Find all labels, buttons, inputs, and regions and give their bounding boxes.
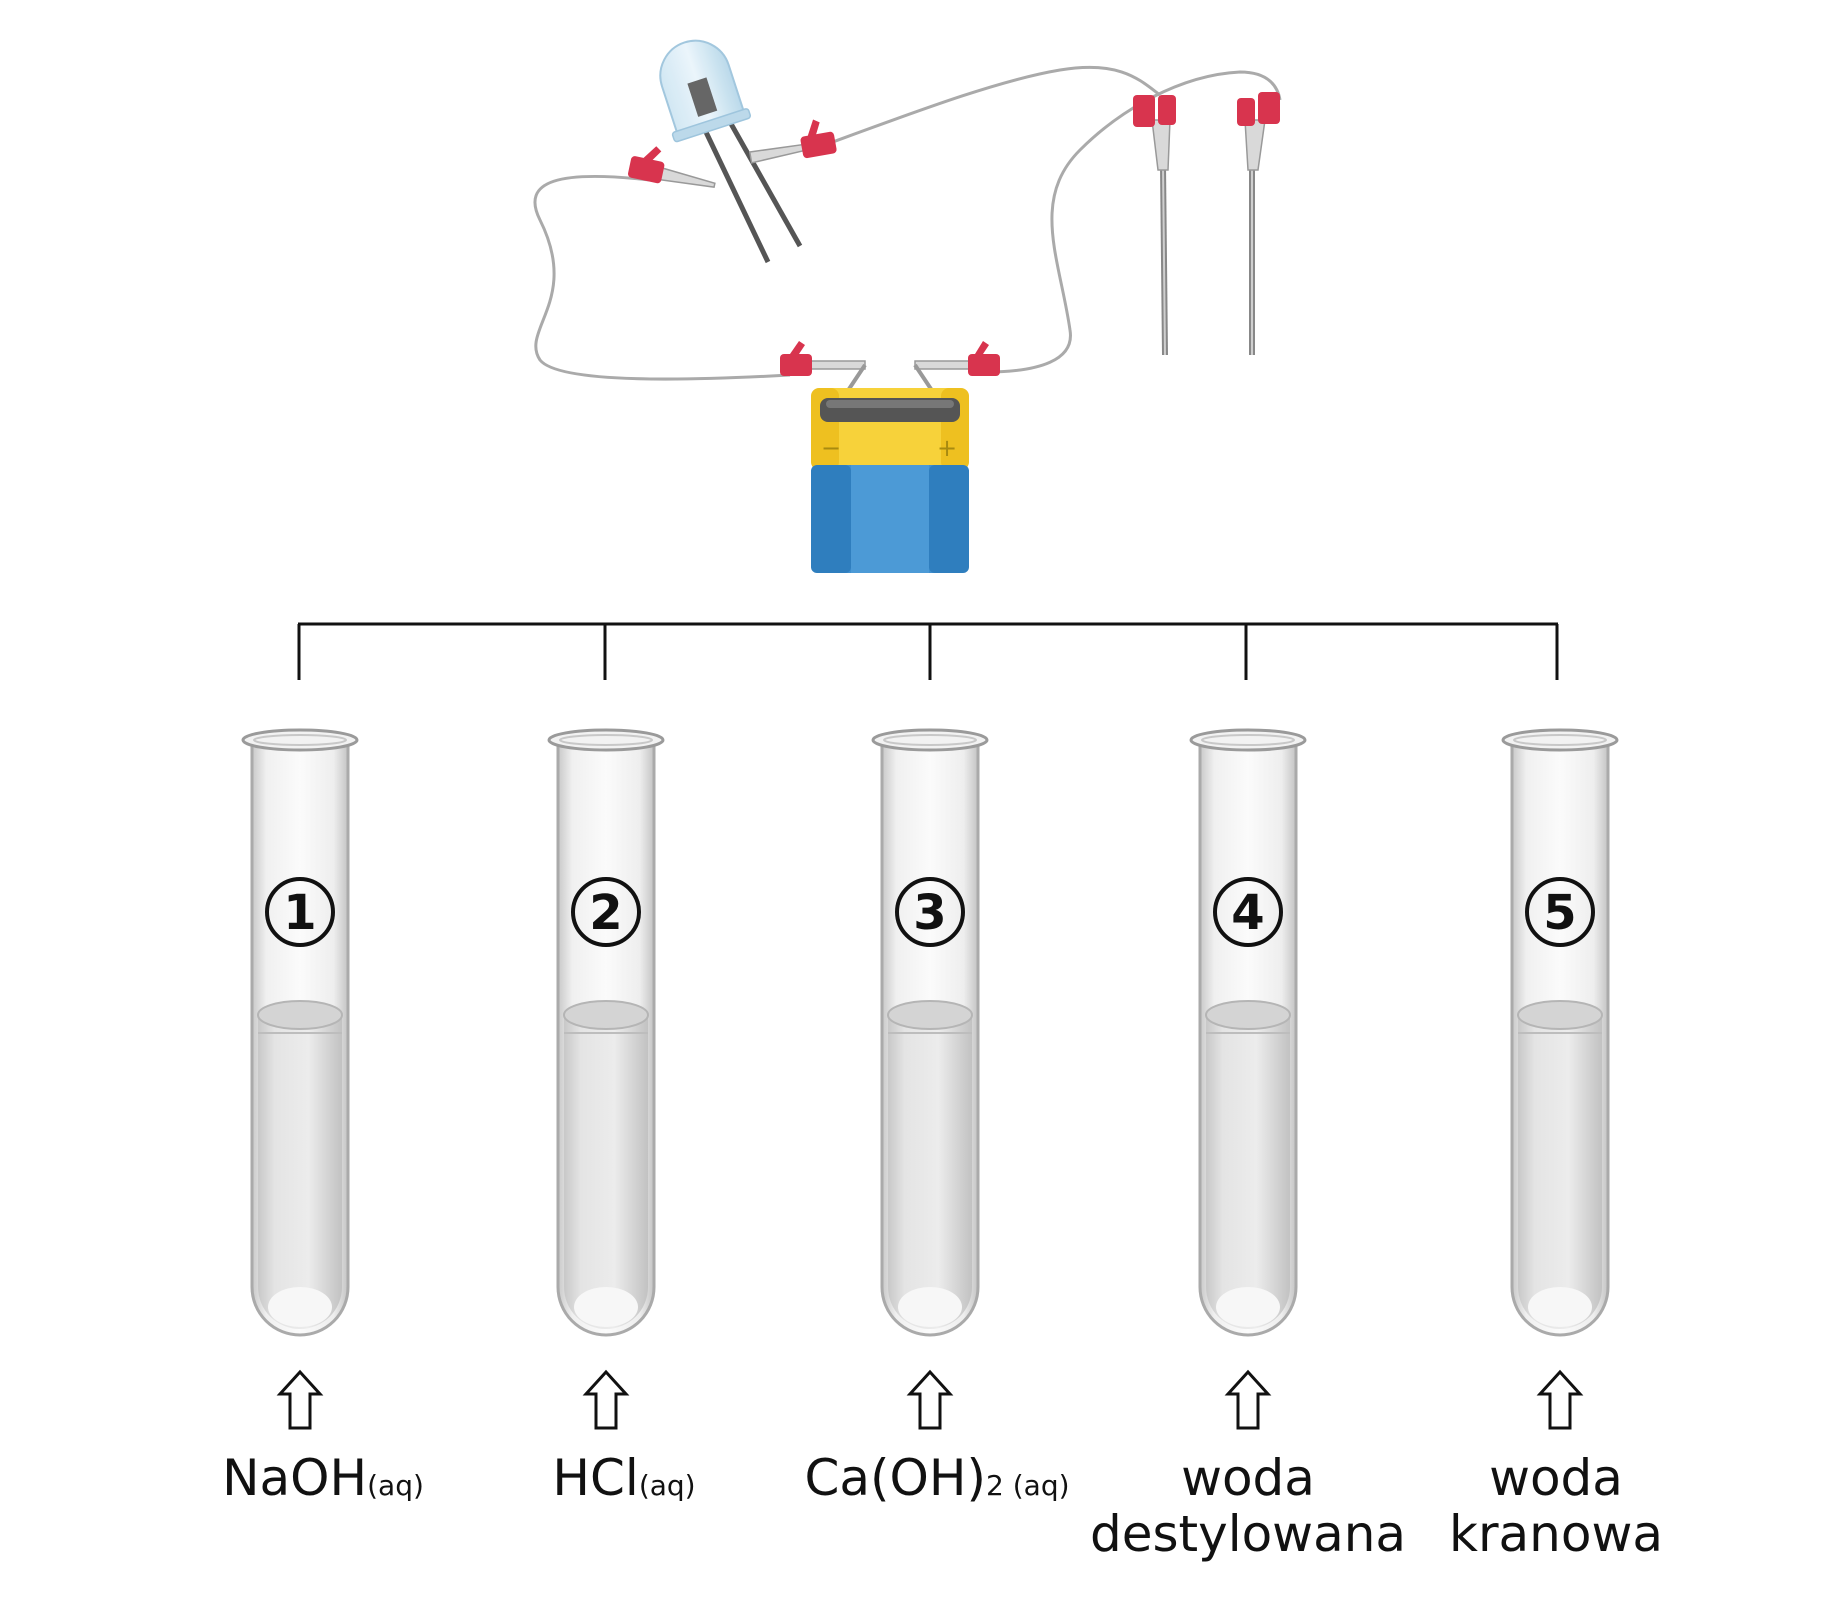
tube-liquid	[258, 1015, 342, 1329]
tube-number: 1	[283, 885, 316, 941]
tube-outline	[880, 740, 980, 1337]
tube-label-1: NaOH(aq)	[143, 1450, 503, 1514]
tube-label-main: NaOH	[222, 1449, 368, 1507]
tube-number-circle	[571, 877, 641, 947]
tube-rim	[1501, 728, 1619, 752]
tube-liquid	[1518, 1015, 1602, 1329]
up-arrow-icon	[1224, 1369, 1272, 1430]
led-bulb	[659, 39, 803, 264]
tube-number-circle	[1213, 877, 1283, 947]
tube-bottom-highlight	[574, 1287, 638, 1327]
test-tube-2: 2	[547, 728, 665, 1430]
tube-label-3: Ca(OH)2 (aq)	[757, 1450, 1117, 1514]
tube-label-subscript: (aq)	[638, 1469, 696, 1502]
up-arrow-icon	[1536, 1369, 1584, 1430]
clip-battery-minus	[780, 341, 867, 397]
test-tube-5: 5	[1501, 728, 1619, 1430]
tube-liquid	[1206, 1015, 1290, 1329]
circuit: − +	[533, 39, 1282, 573]
up-arrow-icon	[906, 1369, 954, 1430]
test-tube-1: 1	[241, 728, 359, 1430]
tube-meniscus	[257, 1000, 343, 1030]
up-arrow-icon	[582, 1369, 630, 1430]
tube-bottom-highlight	[268, 1287, 332, 1327]
tube-rim	[547, 728, 665, 752]
tube-meniscus	[1205, 1000, 1291, 1030]
test-tubes: 1 2 3 4 5	[241, 728, 1619, 1430]
up-arrow-icon	[276, 1369, 324, 1430]
tube-label-2: HCl(aq)	[444, 1450, 804, 1514]
tube-rim	[1189, 728, 1307, 752]
tube-rim	[871, 728, 989, 752]
tube-meniscus	[563, 1000, 649, 1030]
tube-label-subscript: (aq)	[367, 1469, 424, 1502]
electrode-left	[1133, 95, 1176, 356]
tube-label-main: woda	[1489, 1449, 1623, 1507]
tube-meniscus	[887, 1000, 973, 1030]
tube-meniscus	[1517, 1000, 1603, 1030]
electrode-right	[1237, 92, 1280, 355]
tube-outline	[556, 740, 656, 1337]
tube-outline	[1198, 740, 1298, 1337]
wire-battery-plus-to-electrode-right	[984, 70, 1282, 374]
battery: − +	[811, 388, 969, 573]
tube-label-main: HCl	[552, 1449, 639, 1507]
bracket-connector	[297, 622, 1559, 680]
tube-liquid	[564, 1015, 648, 1329]
battery-minus-sign: −	[821, 434, 841, 462]
test-tube-3: 3	[871, 728, 989, 1430]
test-tube-4: 4	[1189, 728, 1307, 1430]
tube-number-circle	[265, 877, 335, 947]
tube-number: 4	[1231, 885, 1264, 941]
tube-label-main: woda	[1181, 1449, 1315, 1507]
clip-battery-plus	[913, 341, 1000, 397]
led-leg-right	[727, 120, 803, 248]
tube-label-subscript: 2 (aq)	[986, 1469, 1070, 1502]
tube-bottom-highlight	[898, 1287, 962, 1327]
tube-label-line2: kranowa	[1449, 1505, 1663, 1563]
tube-outline	[250, 740, 350, 1337]
wire-led-right-to-electrode-left	[829, 65, 1161, 145]
tube-liquid	[888, 1015, 972, 1329]
tube-number: 2	[589, 885, 622, 941]
led-leg-left	[702, 128, 771, 264]
tube-bottom-highlight	[1216, 1287, 1280, 1327]
tube-rim	[241, 728, 359, 752]
led-chip	[687, 77, 718, 117]
tube-number: 5	[1543, 885, 1576, 941]
battery-plus-sign: +	[937, 434, 957, 462]
tube-outline	[1510, 740, 1610, 1337]
tube-number-circle	[1525, 877, 1595, 947]
clip-led-left	[628, 146, 716, 188]
tube-bottom-highlight	[1528, 1287, 1592, 1327]
tube-label-main: Ca(OH)	[804, 1449, 987, 1507]
wire-led-left-to-battery-minus	[533, 174, 791, 381]
clip-led-right	[748, 119, 837, 164]
tube-number: 3	[913, 885, 946, 941]
tube-label-line2: destylowana	[1089, 1505, 1407, 1563]
tube-number-circle	[895, 877, 965, 947]
